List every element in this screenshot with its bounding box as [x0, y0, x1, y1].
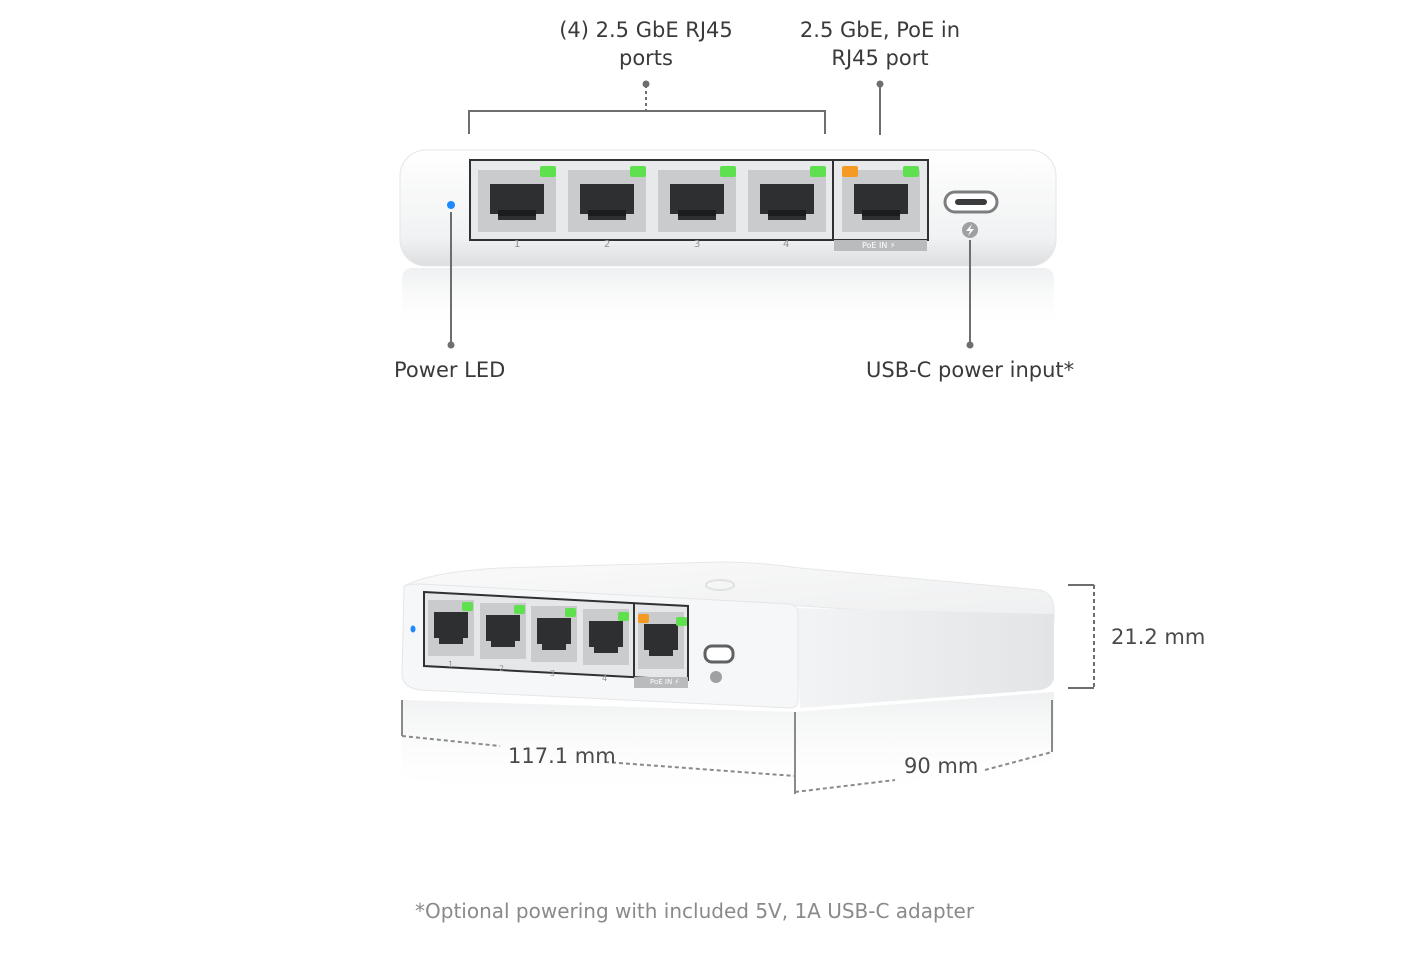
- front-device: [399, 149, 1057, 267]
- port-2-led: [630, 166, 646, 177]
- ports-label: (4) 2.5 GbE RJ45 ports: [526, 16, 766, 72]
- front-device-reflection: [402, 268, 1054, 332]
- iso-poe-right-led: [676, 617, 687, 626]
- iso-poe-left-led: [638, 614, 649, 623]
- usbc-callout-line: [966, 240, 974, 349]
- iso-port-2-led: [514, 605, 525, 614]
- width-dimension-line: [401, 700, 796, 794]
- iso-port-number-2: 2: [499, 664, 505, 673]
- ports-label-line1: (4) 2.5 GbE RJ45: [559, 18, 733, 42]
- power-led-callout-line: [447, 212, 455, 349]
- iso-usbc-port[interactable]: [703, 644, 735, 664]
- iso-port-number-1: 1: [448, 660, 454, 669]
- iso-port-1-led: [462, 602, 473, 611]
- iso-port-number-3: 3: [550, 669, 556, 678]
- port-4-led: [810, 166, 826, 177]
- height-dimension-label: 21.2 mm: [1111, 625, 1206, 649]
- iso-port-poe[interactable]: [644, 624, 678, 656]
- iso-port-3-led: [565, 608, 576, 617]
- poe-label-line1: 2.5 GbE, PoE in: [799, 18, 961, 42]
- height-dimension-line: [1068, 584, 1095, 689]
- iso-port-3[interactable]: [537, 618, 571, 650]
- poe-label-line2: RJ45 port: [831, 46, 929, 70]
- iso-port-1[interactable]: [434, 612, 468, 644]
- iso-poe-tag: PoE IN ⚡: [650, 678, 680, 686]
- iso-usbc-bolt-icon: [710, 671, 722, 683]
- poe-port-label: 2.5 GbE, PoE in RJ45 port: [780, 16, 980, 72]
- iso-device: [401, 561, 1055, 709]
- port-1-led: [540, 166, 556, 177]
- port-1[interactable]: [478, 170, 556, 232]
- depth-dimension-line: [794, 700, 1053, 793]
- front-port-number-3: 3: [694, 239, 701, 250]
- width-dimension-label: 117.1 mm: [508, 744, 616, 768]
- power-led-label: Power LED: [394, 358, 506, 382]
- iso-port-number-4: 4: [602, 674, 608, 683]
- iso-port-4-led: [618, 612, 629, 621]
- front-port-number-1: 1: [514, 239, 521, 250]
- port-3-led: [720, 166, 736, 177]
- front-port-number-4: 4: [783, 239, 790, 250]
- usbc-power-label: USB-C power input*: [866, 358, 1075, 382]
- poe-callout-line: [876, 80, 884, 135]
- poe-port-right-led: [903, 166, 919, 177]
- iso-port-2[interactable]: [486, 615, 520, 647]
- iso-port-4[interactable]: [589, 621, 623, 653]
- ports-label-line2: ports: [619, 46, 673, 70]
- depth-dimension-label: 90 mm: [904, 754, 979, 778]
- ports-bracket: [468, 80, 826, 134]
- port-4[interactable]: [748, 170, 826, 232]
- iso-power-led: [410, 625, 416, 633]
- front-port-number-2: 2: [604, 239, 611, 250]
- poe-port-left-led: [842, 166, 858, 177]
- front-poe-tag: PoE IN ⚡: [862, 241, 896, 250]
- port-3[interactable]: [658, 170, 736, 232]
- power-led: [447, 201, 455, 209]
- footnote: *Optional powering with included 5V, 1A …: [415, 899, 975, 923]
- port-2[interactable]: [568, 170, 646, 232]
- iso-device-reflection: [402, 692, 1054, 800]
- port-poe[interactable]: [842, 170, 920, 232]
